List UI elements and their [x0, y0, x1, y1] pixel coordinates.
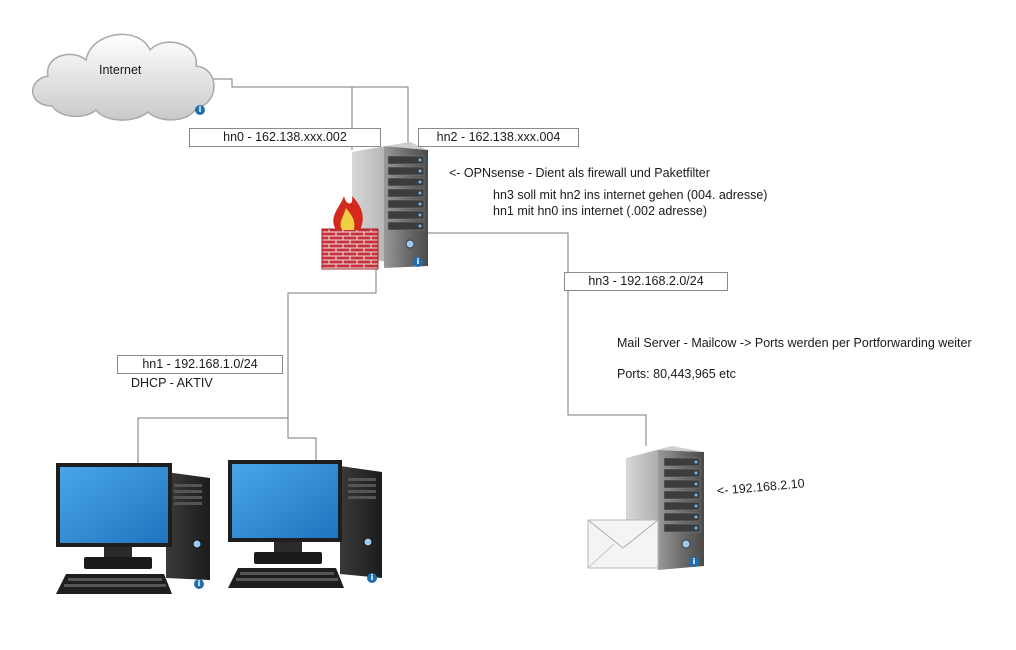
- info-icon[interactable]: i: [689, 557, 699, 567]
- link-hn1-pc1: [137, 417, 288, 466]
- desktop-computer-icon: [228, 460, 382, 588]
- hn1-route-note: hn1 mit hn0 ins internet (.002 adresse): [493, 204, 708, 218]
- hn1-label: hn1 - 192.168.1.0/24: [117, 355, 283, 374]
- link-firewall-hn3: [428, 232, 647, 446]
- link-firewall-hn1: [287, 265, 377, 462]
- info-icon[interactable]: i: [195, 105, 205, 115]
- info-icon[interactable]: i: [194, 579, 204, 589]
- opnsense-note: <- OPNsense - Dient als firewall und Pak…: [449, 166, 710, 180]
- link-internet-hn2: [232, 86, 409, 145]
- hn0-label: hn0 - 162.138.xxx.002: [189, 128, 381, 147]
- hn3-route-note: hn3 soll mit hn2 ins internet gehen (004…: [493, 188, 768, 202]
- cloud-icon: [31, 33, 215, 121]
- firewall-icon: [321, 196, 379, 270]
- hn3-label: hn3 - 192.168.2.0/24: [564, 272, 728, 291]
- info-icon[interactable]: i: [367, 573, 377, 583]
- ports-note: Ports: 80,443,965 etc: [617, 367, 736, 381]
- envelope-icon: [587, 519, 659, 569]
- desktop-computer-icon: [56, 463, 210, 594]
- internet-label: Internet: [99, 63, 142, 77]
- mailserver-note: Mail Server - Mailcow -> Ports werden pe…: [617, 336, 972, 350]
- dhcp-note: DHCP - AKTIV: [131, 376, 213, 390]
- connectors: [137, 78, 647, 466]
- info-icon[interactable]: i: [413, 257, 423, 267]
- hn2-label: hn2 - 162.138.xxx.004: [418, 128, 579, 147]
- mail-server-icon: [626, 446, 704, 570]
